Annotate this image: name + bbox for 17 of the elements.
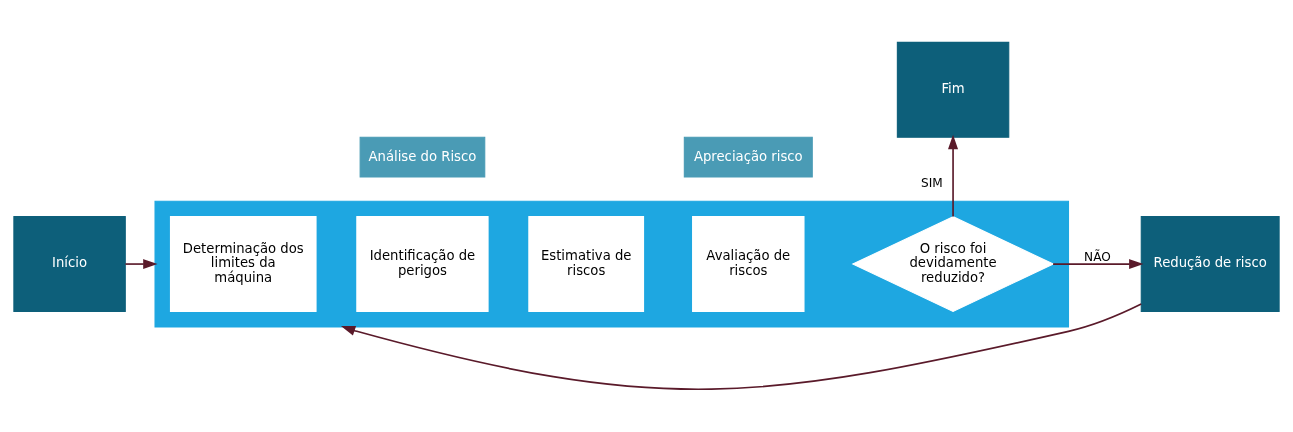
node-box: Estimativa de riscos <box>528 216 645 313</box>
edge-label: SIM <box>920 175 943 190</box>
label: Apreciação risco <box>693 148 803 164</box>
node-box: Redução de risco <box>1140 216 1280 313</box>
arrow <box>124 259 158 270</box>
label: Análise do Risco <box>368 148 477 164</box>
node-box: Determinação dos limites da máquina <box>169 216 317 313</box>
edge-label: NÃO <box>1084 249 1111 264</box>
node-box: Fim <box>896 41 1010 138</box>
cluster <box>154 200 1070 328</box>
arrow <box>340 303 1143 390</box>
node-diamond: O risco foi devidamente reduzido? <box>851 216 1055 313</box>
node-box: Início <box>13 216 126 313</box>
node-box: Identificação de perigos <box>356 216 489 313</box>
node-box: Avaliação de riscos <box>692 216 805 313</box>
arrow <box>1052 259 1144 270</box>
arrow <box>948 134 959 218</box>
